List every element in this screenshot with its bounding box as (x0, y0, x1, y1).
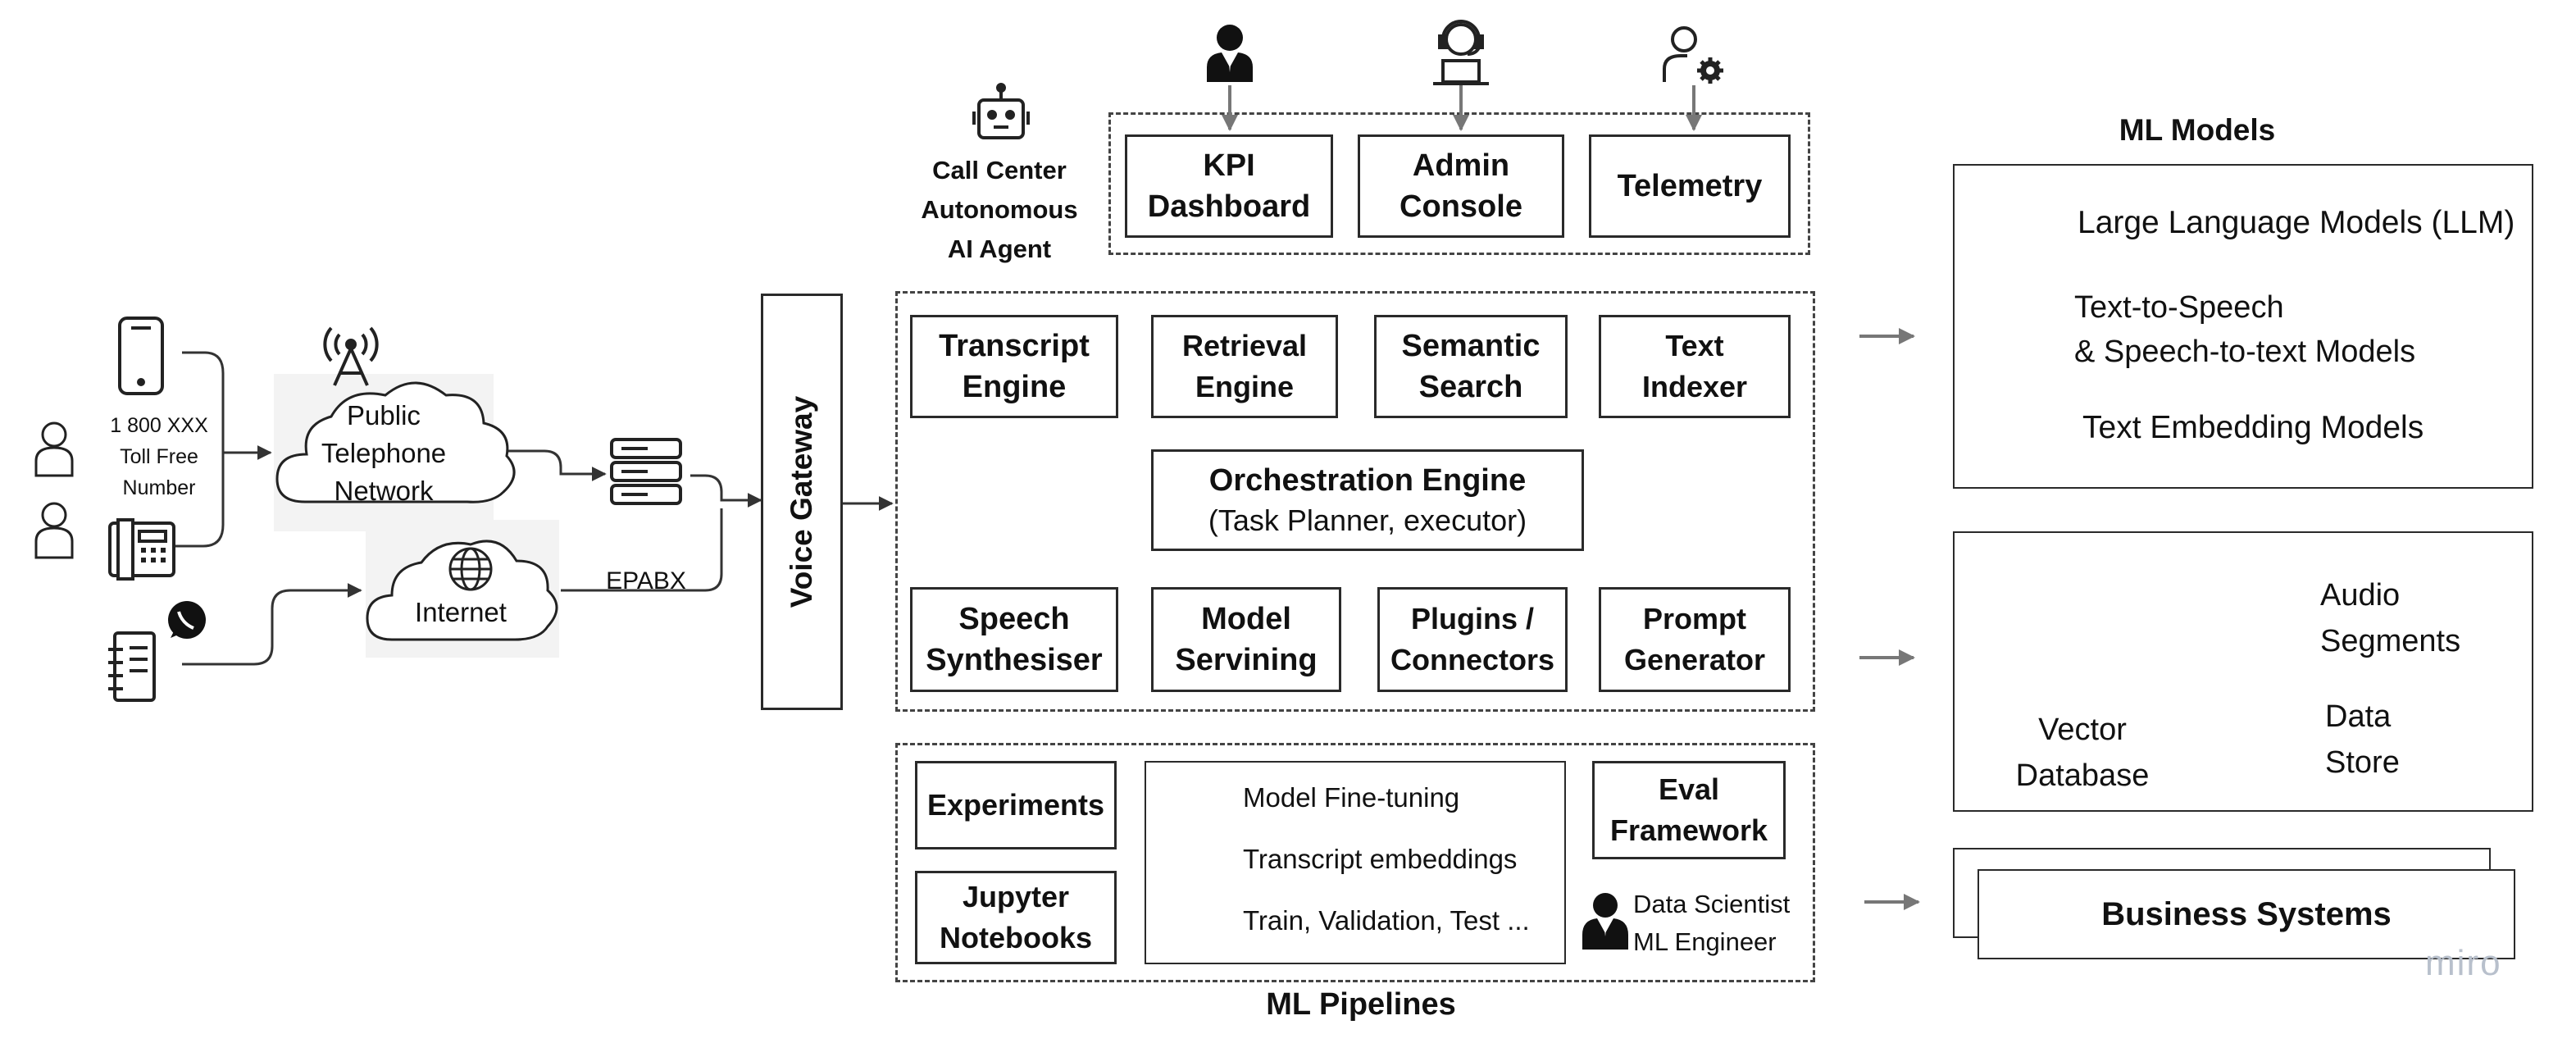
voice-gateway: Voice Gateway (761, 294, 843, 710)
left-connectors (175, 351, 894, 666)
embedding-models-label: Text Embedding Models (2082, 410, 2424, 445)
pipeline-item-embeddings: Transcript embeddings (1243, 844, 1518, 874)
ml-models-title: ML Models (2119, 113, 2276, 147)
orchestration-engine: Orchestration Engine (Task Planner, exec… (1151, 449, 1584, 551)
ml-pipelines-group (895, 743, 1815, 982)
pstn-label: Public Telephone Network (321, 400, 447, 506)
mobile-phone-icon (118, 317, 164, 395)
pipeline-item-splits: Train, Validation, Test ... (1243, 905, 1530, 936)
desk-phone-icon (108, 518, 175, 581)
console-arrows (1222, 85, 1702, 131)
user-icon (34, 421, 74, 477)
agent-core-group (895, 291, 1815, 712)
toll-free-label: 1 800 XXX Toll Free Number (110, 414, 208, 499)
right-arrows (1859, 328, 1920, 910)
audio-segments-label: Audio Segments (2320, 578, 2461, 658)
storage-panel (1953, 531, 2533, 812)
business-user-icon (1207, 25, 1253, 82)
epabx-label: EPABX (606, 567, 686, 594)
data-scientist-icon (1582, 893, 1628, 950)
robot-icon (972, 83, 1030, 139)
support-agent-icon (1433, 20, 1489, 85)
orchestration-subtitle: (Task Planner, executor) (1208, 503, 1527, 537)
ml-pipelines-title: ML Pipelines (1266, 987, 1456, 1022)
agent-title: Call Center Autonomous AI Agent (921, 156, 1078, 263)
llm-label: Large Language Models (LLM) (2078, 205, 2515, 240)
antenna-icon (323, 326, 379, 386)
chat-message-icon (108, 631, 156, 702)
business-systems-label: Business Systems (2101, 895, 2392, 932)
orchestration-title: Orchestration Engine (1208, 463, 1527, 498)
voice-gateway-label: Voice Gateway (785, 395, 819, 608)
tts-label: Text-to-Speech & Speech-to-text Models (2074, 290, 2416, 369)
user-settings-icon (1663, 26, 1723, 84)
business-systems: Business Systems (1978, 869, 2515, 959)
pipeline-item-finetuning: Model Fine-tuning (1243, 782, 1460, 813)
user-icon (34, 502, 74, 559)
globe-icon (448, 547, 493, 591)
miro-watermark: miro (2425, 943, 2502, 983)
ml-models-panel (1953, 164, 2533, 489)
pipeline-roles: Data Scientist ML Engineer (1633, 890, 1791, 956)
telemetry: Telemetry (1589, 134, 1791, 238)
plugins-connectors: Plugins /Connectors (1377, 587, 1568, 692)
training-datasets-box (1145, 761, 1566, 964)
experiments: Experiments (915, 761, 1117, 849)
internet-cloud-shape (366, 540, 558, 641)
whatsapp-icon (168, 601, 206, 639)
server-stack-icon (610, 438, 682, 505)
internet-label: Internet (415, 597, 507, 627)
pstn-cloud-shape (275, 381, 516, 503)
data-store-label: Data Store (2325, 699, 2400, 780)
vector-database-label: Vector Database (2015, 713, 2150, 793)
